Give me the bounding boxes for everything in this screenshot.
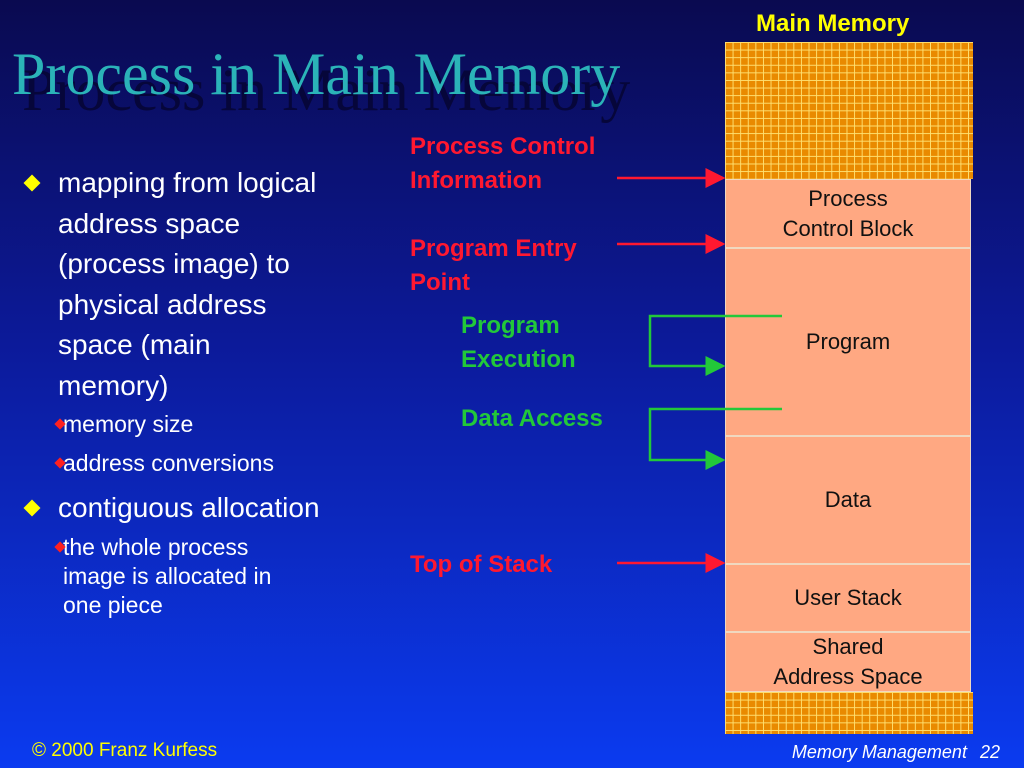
label-line: Program (461, 312, 560, 339)
footer-copyright: © 2000 Franz Kurfess (32, 740, 218, 761)
segment-process-control-block: Process Control Block (725, 179, 971, 248)
label-top-of-stack: Top of Stack (410, 551, 553, 578)
label-data-access: Data Access (461, 405, 603, 432)
segment-line: Address Space (773, 664, 923, 689)
segment-line: Control Block (782, 215, 914, 241)
subbullet-text: memory size (63, 411, 194, 437)
bullet-mapping-line: mapping from logical (58, 167, 317, 198)
segment-line: Program (805, 329, 891, 354)
memory-grid-bottom (725, 692, 973, 734)
label-line: Process Control (410, 133, 596, 160)
bullet-list: mapping from logical address space (proc… (20, 163, 395, 630)
subbullet-line: the whole process (63, 533, 249, 560)
subbullet-text: address conversions (63, 450, 274, 476)
page-title: Process in Main Memory (12, 41, 621, 107)
bullet-mapping: mapping from logical address space (proc… (20, 163, 395, 406)
label-line: Point (410, 269, 470, 296)
bullet-mapping-line: (process image) to (58, 248, 290, 279)
subbullet-address-conversions: address conversions (0, 449, 395, 478)
bullet-mapping-line: address space (58, 207, 241, 239)
memory-grid-top (725, 42, 973, 179)
subbullet-whole-process: the whole process image is allocated in … (0, 533, 395, 620)
subbullet-line: image is allocated in (63, 562, 272, 589)
label-line: Execution (461, 346, 576, 373)
segment-user-stack: User Stack (725, 564, 971, 632)
subbullet-line: one piece (63, 591, 163, 618)
bullet-mapping-line: memory) (58, 369, 169, 401)
segment-line: Process (808, 185, 888, 211)
footer-course-title: Memory Management (791, 742, 967, 762)
bullet-mapping-line: physical address (58, 288, 267, 320)
label-line: Program Entry (410, 235, 577, 262)
segment-program: Program (725, 248, 971, 436)
main-memory-title: Main Memory (756, 10, 910, 37)
segment-line: User Stack (794, 585, 902, 610)
page-number: 22 (979, 742, 1000, 762)
arrow-program-execution (648, 314, 782, 376)
page-title-shadow: Process in Main Memory (22, 57, 631, 123)
bullet-contiguous: contiguous allocation (20, 488, 395, 529)
arrow-data-access (648, 407, 782, 470)
bullet-contiguous-line: contiguous allocation (58, 492, 320, 523)
segment-data: Data (725, 436, 971, 564)
subbullet-memory-size: memory size (0, 410, 395, 439)
main-memory-block: Process Control Block Program Data User … (725, 42, 973, 734)
bullet-mapping-line: space (main (58, 329, 211, 360)
segment-line: Shared (812, 634, 884, 659)
segment-line: Data (824, 487, 872, 512)
label-line: Information (410, 167, 542, 194)
label-process-control-information: Process Control Information (410, 130, 595, 198)
label-program-entry-point: Program Entry Point (410, 232, 577, 300)
segment-shared-address-space: Shared Address Space (725, 632, 971, 692)
footer-course: Memory Management 22 (792, 742, 1000, 763)
label-program-execution: Program Execution (461, 309, 576, 377)
